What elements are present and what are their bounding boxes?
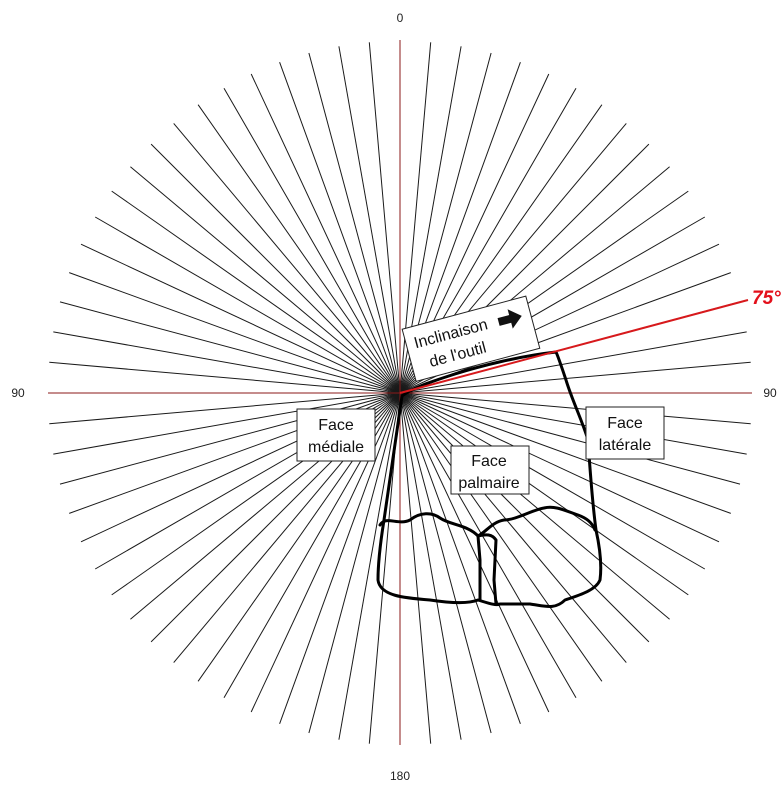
angle-ray: [399, 331, 747, 394]
angle-ray: [250, 73, 401, 394]
angle-ray: [399, 392, 689, 596]
angle-ray: [399, 392, 731, 514]
face-medial-line1: Face: [318, 417, 354, 434]
angle-ray: [130, 166, 401, 394]
angle-ray: [150, 143, 401, 394]
angle-ray: [308, 392, 401, 734]
angle-ray: [94, 216, 401, 394]
angle-ray: [111, 190, 401, 394]
face-palmar-line1: Face: [471, 453, 507, 470]
angle-ray: [308, 52, 401, 394]
angle-ray: [399, 392, 741, 485]
angle-ray: [338, 392, 401, 740]
face-palmar-box: Face palmaire: [450, 445, 530, 495]
angle-ray: [59, 301, 401, 394]
angle-ray: [399, 392, 720, 543]
angle-ray: [279, 62, 401, 394]
face-palmar-frame: [450, 445, 530, 495]
angle-ray: [399, 392, 670, 620]
axis-label-left: 90: [11, 386, 25, 400]
angle-ray: [399, 392, 706, 570]
face-medial-line2: médiale: [308, 439, 364, 456]
angle-ray: [399, 392, 550, 713]
angle-ray: [399, 392, 747, 455]
bone-condyle-divider: [476, 533, 498, 606]
angle-ray: [49, 392, 401, 425]
angle-ray: [399, 392, 603, 682]
face-lateral-frame: [585, 406, 665, 460]
right-arrow-icon: [497, 309, 522, 329]
axis-label-right: 90: [763, 386, 777, 400]
angle-ray: [197, 104, 401, 394]
face-lateral-line1: Face: [607, 415, 643, 432]
angle-ray: [338, 46, 401, 394]
bone-joint-line: [378, 505, 597, 538]
angle-ray: [53, 331, 401, 394]
angle-ray: [223, 87, 401, 394]
angle-ray: [399, 392, 627, 663]
face-medial-frame: [296, 408, 376, 462]
angle-ray: [399, 361, 751, 394]
angle-ray: [399, 392, 650, 643]
face-lateral-line2: latérale: [599, 437, 652, 454]
angle-ray: [368, 42, 401, 394]
angle-ray: [279, 392, 401, 724]
angle-ray: [399, 392, 521, 724]
angle-ray: [69, 272, 401, 394]
face-medial-box: Face médiale: [296, 408, 376, 462]
angle-ray: [173, 123, 401, 394]
angle-ray: [59, 392, 401, 485]
tool-inclination-line: [399, 299, 749, 394]
axis-label-top: 0: [397, 11, 404, 25]
angle-ray: [80, 243, 401, 394]
angle-value-label: 75°: [752, 288, 781, 309]
face-lateral-box: Face latérale: [585, 406, 665, 460]
angle-ray: [399, 392, 432, 744]
angle-ray: [399, 392, 462, 740]
face-palmar-line2: palmaire: [458, 475, 519, 492]
angle-ray: [53, 392, 401, 455]
angle-ray: [399, 392, 492, 734]
angle-ray: [49, 361, 401, 394]
angle-ray: [399, 392, 577, 699]
axis-label-bottom: 180: [390, 769, 410, 783]
